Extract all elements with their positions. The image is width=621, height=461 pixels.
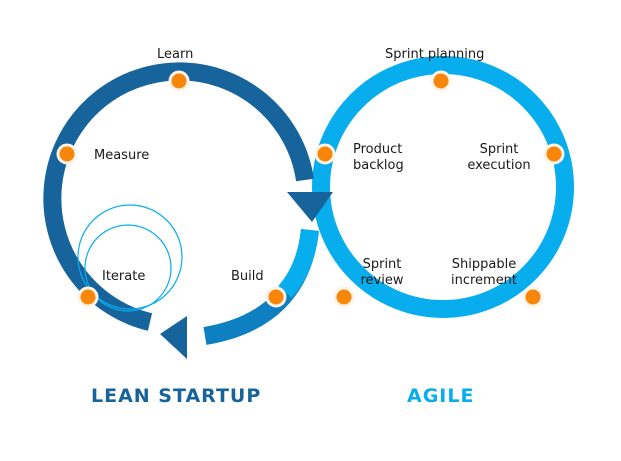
label-measure: Measure [94,148,150,163]
node-iterate [77,286,99,308]
milestone-nodes [56,70,565,308]
label-learn: Learn [157,47,194,62]
node-sprint-planning [430,70,452,92]
node-build [265,286,287,308]
label-build: Build [231,269,264,284]
agile-loop [312,56,574,318]
agile-title: AGILE [407,385,475,407]
lean-startup-title: LEAN STARTUP [91,385,262,407]
label-product-backlog-line2: backlog [353,158,404,173]
label-shippable-increment-line1: Shippable [451,257,517,272]
label-product-backlog-line1: Product [353,142,403,157]
node-product-backlog [314,143,336,165]
label-product-backlog: Product backlog [353,142,404,174]
left-arrow-head [160,316,187,359]
node-shippable-increment [522,286,544,308]
label-shippable-increment-line2: increment [450,273,518,288]
node-sprint-execution [543,143,565,165]
label-sprint-review: Sprint review [358,257,406,289]
label-sprint-planning: Sprint planning [385,47,485,62]
down-arrow-head [287,192,333,222]
iterate-spiral [77,204,183,312]
label-shippable-increment: Shippable increment [446,257,522,289]
node-sprint-review [333,286,355,308]
node-learn [168,70,190,92]
label-sprint-execution-line1: Sprint [479,142,519,157]
label-sprint-review-line2: review [360,273,404,288]
node-measure [56,143,78,165]
label-sprint-execution-line2: execution [467,158,531,173]
label-iterate: Iterate [102,269,146,284]
lean-loop [43,62,333,359]
label-sprint-execution: Sprint execution [464,142,534,174]
label-sprint-review-line1: Sprint [362,257,402,272]
